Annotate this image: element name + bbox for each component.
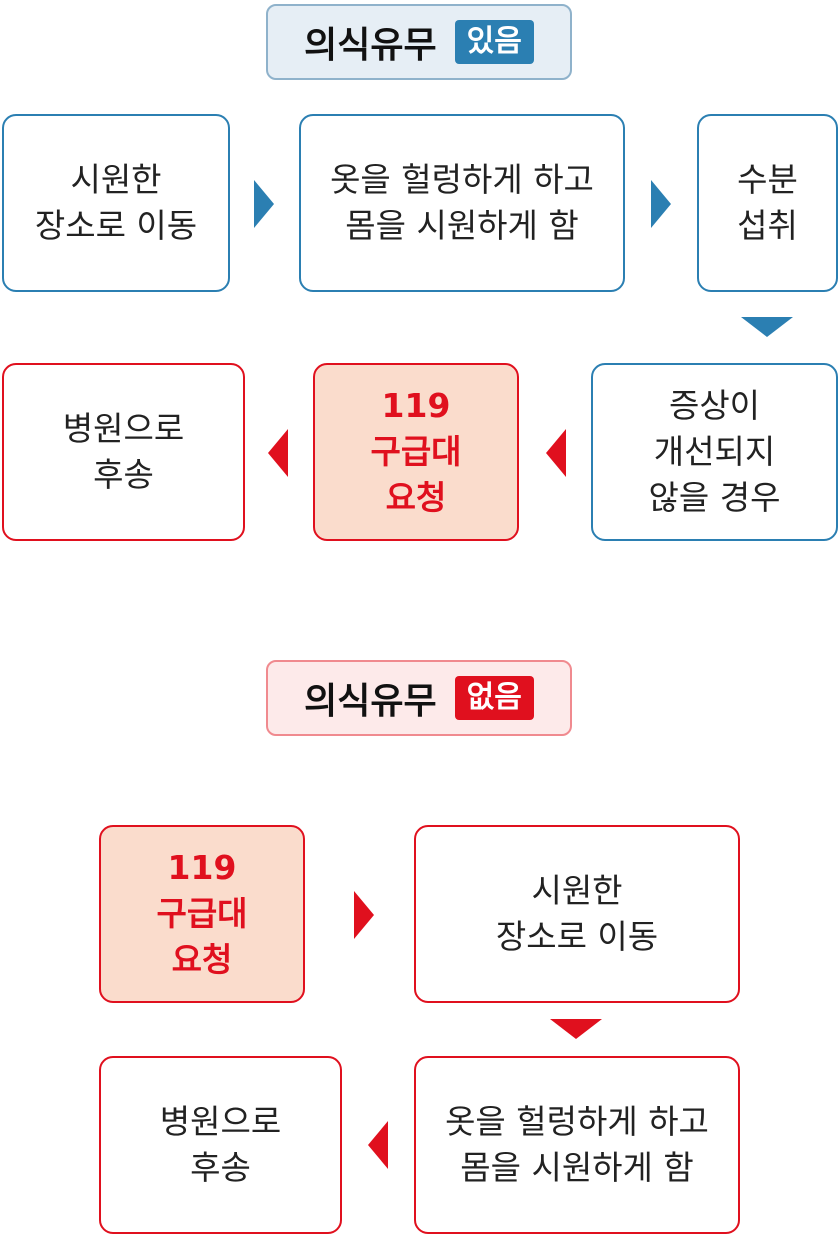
- step-if-not-improved: 증상이 개선되지 않을 경우: [591, 363, 838, 541]
- step-transport-to-hospital: 병원으로 후송: [99, 1056, 342, 1234]
- step-loosen-clothes: 옷을 헐렁하게 하고 몸을 시원하게 함: [299, 114, 625, 292]
- arrow-down-icon: [741, 317, 793, 337]
- step-line: 옷을 헐렁하게 하고: [445, 1102, 709, 1141]
- step-drink-water: 수분 섭취: [697, 114, 838, 292]
- step-transport-to-hospital: 병원으로 후송: [2, 363, 245, 541]
- step-line: 후송: [93, 455, 154, 494]
- step-line: 후송: [190, 1148, 251, 1187]
- step-line: 않을 경우: [648, 478, 781, 517]
- consciousness-absent-header: 의식유무 없음: [266, 660, 572, 736]
- consciousness-present-header: 의식유무 있음: [266, 4, 572, 80]
- step-line: 요청: [171, 940, 233, 979]
- status-badge-present: 있음: [454, 20, 534, 64]
- step-line: 119: [381, 386, 451, 425]
- step-line: 몸을 시원하게 함: [460, 1148, 694, 1187]
- step-line: 요청: [385, 478, 447, 517]
- step-line: 장소로 이동: [495, 917, 659, 956]
- step-call-119: 119 구급대 요청: [99, 825, 305, 1003]
- step-line: 구급대: [370, 432, 462, 471]
- arrow-right-icon: [354, 891, 374, 939]
- step-line: 몸을 시원하게 함: [345, 206, 579, 245]
- step-line: 개선되지: [653, 432, 776, 471]
- step-line: 구급대: [156, 894, 248, 933]
- step-loosen-clothes: 옷을 헐렁하게 하고 몸을 시원하게 함: [414, 1056, 740, 1234]
- arrow-left-icon: [268, 429, 288, 477]
- step-move-to-cool-place: 시원한 장소로 이동: [414, 825, 740, 1003]
- step-move-to-cool-place: 시원한 장소로 이동: [2, 114, 230, 292]
- step-line: 섭취: [737, 206, 798, 245]
- step-line: 장소로 이동: [34, 206, 198, 245]
- arrow-left-icon: [546, 429, 566, 477]
- step-line: 병원으로: [62, 409, 185, 448]
- arrow-down-icon: [550, 1019, 602, 1039]
- header-title: 의식유무: [304, 681, 437, 722]
- status-badge-absent: 없음: [454, 676, 534, 720]
- step-call-119: 119 구급대 요청: [313, 363, 519, 541]
- header-title: 의식유무: [304, 25, 437, 66]
- step-line: 병원으로: [159, 1102, 282, 1141]
- step-line: 119: [167, 848, 237, 887]
- step-line: 시원한: [70, 160, 162, 199]
- step-line: 증상이: [668, 386, 761, 425]
- arrow-right-icon: [651, 180, 671, 228]
- arrow-right-icon: [254, 180, 274, 228]
- step-line: 옷을 헐렁하게 하고: [330, 160, 594, 199]
- arrow-left-icon: [368, 1121, 388, 1169]
- step-line: 수분: [737, 160, 798, 199]
- step-line: 시원한: [531, 871, 623, 910]
